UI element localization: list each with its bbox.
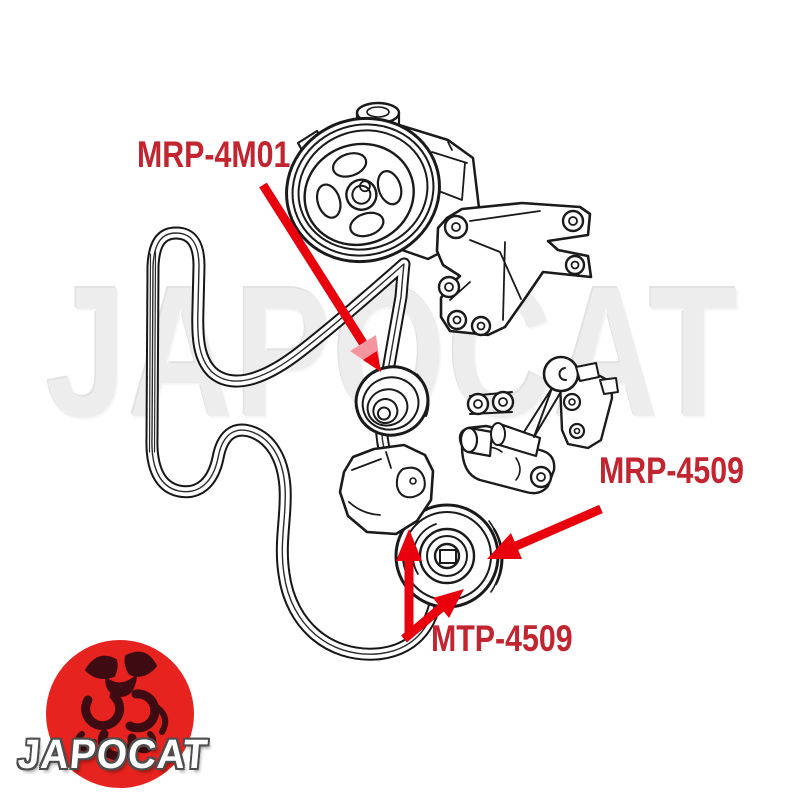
arrow-mrp-4m01 — [259, 182, 381, 372]
label-mtp-4509: MTP-4509 — [431, 618, 573, 659]
idler-pulley — [354, 365, 430, 437]
arrow-mrp-4509 — [487, 504, 603, 559]
serpentine-belt — [145, 226, 444, 661]
brand-logo: JAPOCAT — [16, 638, 228, 800]
label-mrp-4m01: MRP-4M01 — [137, 134, 291, 175]
logo-text: JAPOCAT — [16, 731, 211, 777]
compressor-bracket-assembly — [458, 355, 619, 495]
tensioner-body — [338, 443, 435, 536]
cat-figure — [75, 651, 169, 761]
arrow-mtp-4509-vertical — [396, 529, 422, 637]
arrow-mtp-4509-diagonal — [401, 589, 464, 643]
power-steering-pump — [285, 101, 481, 264]
label-mrp-4509: MRP-4509 — [599, 450, 745, 491]
mounting-bracket — [435, 201, 593, 337]
